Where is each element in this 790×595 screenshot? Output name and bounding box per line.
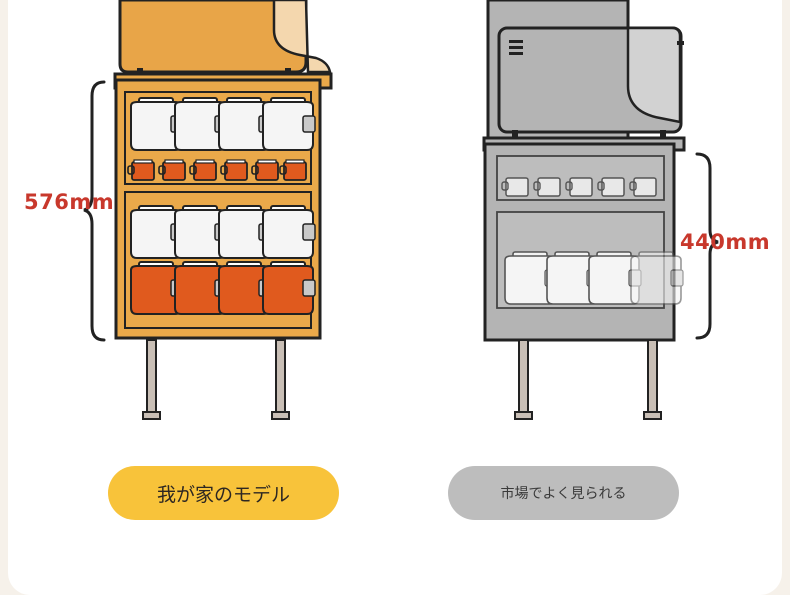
height-label-right: 440mm xyxy=(680,230,771,254)
microwave-rack-legs xyxy=(514,339,662,420)
our-model-button[interactable]: 我が家のモデル xyxy=(108,466,339,520)
rack-legs xyxy=(142,339,290,420)
microwave-icon xyxy=(486,0,684,142)
height-bracket-right xyxy=(695,152,719,340)
rice-cooker-icon xyxy=(118,0,332,76)
height-bracket-left xyxy=(83,80,106,342)
height-label-left: 576mm xyxy=(24,190,115,214)
market-model-button[interactable]: 市場でよく見られる xyxy=(448,466,679,520)
